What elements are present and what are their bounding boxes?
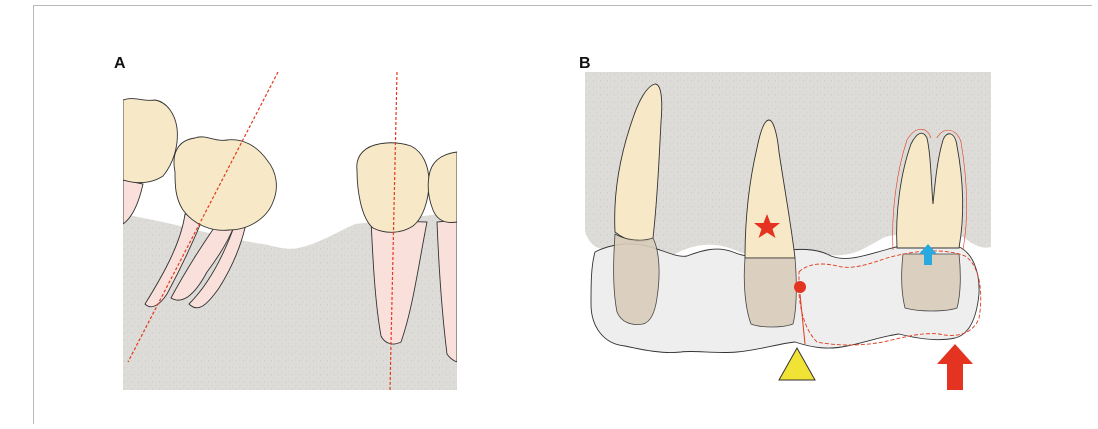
distal-molar-crown [123, 99, 177, 183]
panel-a-label: A [114, 55, 126, 73]
panel-a-diagram [123, 72, 457, 390]
mesial-tooth-crown [428, 152, 457, 223]
tilted-molar-crown [174, 137, 276, 230]
panel-b-diagram [585, 72, 991, 390]
left-abutment [614, 234, 659, 325]
red-dot-icon [794, 281, 806, 293]
red-up-arrow-icon [937, 344, 973, 390]
premolar-crown [357, 143, 429, 233]
panel-b-label: B [579, 55, 591, 73]
middle-abutment [744, 258, 796, 327]
yellow-triangle-icon [779, 348, 815, 380]
